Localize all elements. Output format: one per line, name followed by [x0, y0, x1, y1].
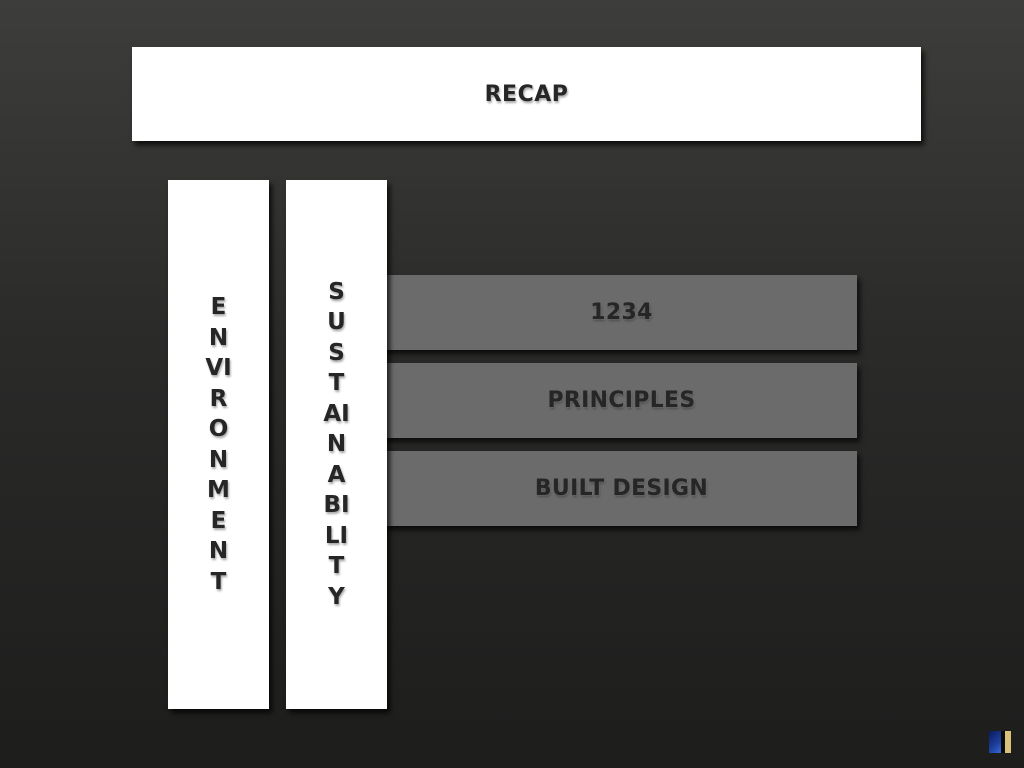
title-bar: RECAP	[132, 47, 921, 141]
pillar-sustainability: SUSTAINABILITY	[286, 180, 387, 709]
band-principles: PRINCIPLES	[380, 363, 857, 438]
band-1234: 1234	[380, 275, 857, 350]
band-built-design-label: BUILT DESIGN	[534, 476, 709, 501]
pillar-sustainability-label: SUSTAINABILITY	[323, 278, 350, 610]
slide-title: RECAP	[484, 81, 569, 107]
band-built-design: BUILT DESIGN	[380, 451, 857, 526]
corner-logo-blue-segment	[989, 731, 1001, 753]
band-1234-label: 1234	[590, 300, 653, 325]
corner-logo-dark-segment	[1001, 731, 1005, 753]
band-principles-label: PRINCIPLES	[547, 388, 696, 413]
pillar-environment: ENVIRONMENT	[168, 180, 269, 709]
corner-logo-icon	[989, 731, 1011, 753]
pillar-environment-label: ENVIRONMENT	[205, 294, 232, 595]
corner-logo-gold-segment	[1005, 731, 1011, 753]
